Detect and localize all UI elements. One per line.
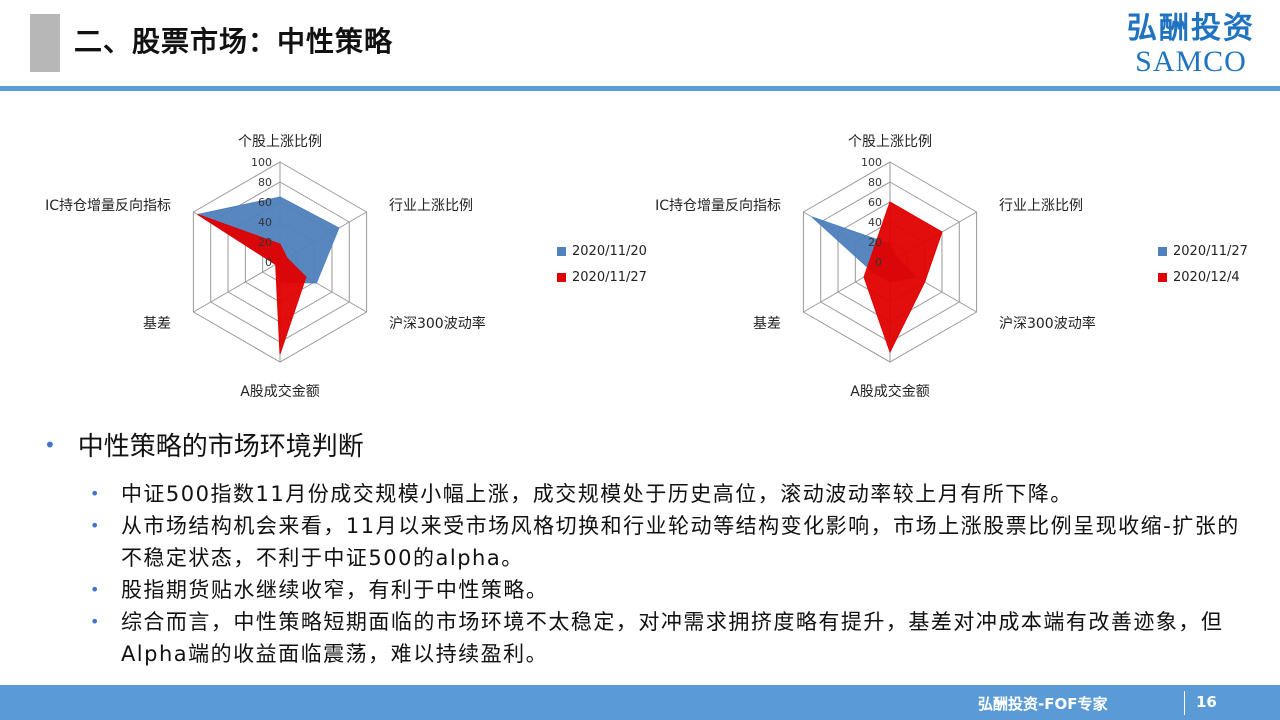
legend-swatch	[1158, 272, 1167, 282]
radar-axis-label: 沪深300波动率	[389, 315, 486, 332]
sub-bullet-text: 股指期货贴水继续收窄，有利于中性策略。	[120, 578, 549, 602]
footer-bar: 弘酬投资-FOF专家 16	[0, 685, 1280, 720]
legend-item: 2020/12/4	[1158, 264, 1248, 290]
page-number: 16	[1196, 693, 1217, 711]
legend-right: 2020/11/27 2020/12/4	[1158, 238, 1248, 290]
radar-axis-label: IC持仓增量反向指标	[655, 198, 781, 214]
legend-item: 2020/11/27	[1158, 238, 1248, 264]
radar-axis-label: 基差	[753, 315, 781, 332]
legend-left: 2020/11/20 2020/11/27	[557, 238, 647, 290]
radar-axis-label: 基差	[143, 315, 171, 332]
radar-tick-label: 60	[258, 196, 272, 209]
radar-tick-label: 0	[265, 256, 272, 269]
bullet-dot: •	[90, 612, 101, 631]
sub-bullet: • 从市场结构机会来看，11月以来受市场风格切换和行业轮动等结构变化影响，市场上…	[90, 510, 1240, 574]
legend-item: 2020/11/27	[557, 264, 647, 290]
title-accent-bar	[30, 14, 60, 72]
legend-label: 2020/12/4	[1173, 269, 1240, 285]
legend-swatch	[557, 246, 566, 256]
legend-label: 2020/11/27	[572, 269, 647, 285]
radar-series-area	[863, 201, 943, 354]
bullet-dot: •	[90, 484, 101, 503]
sub-bullet-text: 从市场结构机会来看，11月以来受市场风格切换和行业轮动等结构变化影响，市场上涨股…	[120, 514, 1240, 570]
legend-label: 2020/11/27	[1173, 243, 1248, 259]
sub-bullet-list: • 中证500指数11月份成交规模小幅上涨，成交规模处于历史高位，滚动波动率较上…	[90, 478, 1240, 670]
bullet-dot: •	[90, 580, 101, 599]
sub-bullet-text: 综合而言，中性策略短期面临的市场环境不太稳定，对冲需求拥挤度略有提升，基差对冲成…	[120, 610, 1224, 666]
bullet-dot: •	[44, 432, 56, 457]
radar-tick-label: 40	[258, 216, 272, 229]
sub-bullet-text: 中证500指数11月份成交规模小幅上涨，成交规模处于历史高位，滚动波动率较上月有…	[120, 482, 1073, 506]
radar-tick-label: 100	[861, 156, 882, 169]
radar-tick-label: 40	[868, 216, 882, 229]
footer-label: 弘酬投资-FOF专家	[978, 695, 1108, 713]
radar-tick-label: 100	[251, 156, 272, 169]
radar-tick-label: 20	[868, 236, 882, 249]
radar-tick-label: 80	[258, 176, 272, 189]
radar-series-area	[197, 214, 307, 355]
radar-axis-label: 沪深300波动率	[999, 315, 1096, 332]
main-bullet: • 中性策略的市场环境判断	[44, 426, 364, 463]
radar-tick-label: 60	[868, 196, 882, 209]
radar-tick-label: 80	[868, 176, 882, 189]
radar-axis-label: 行业上涨比例	[999, 198, 1083, 214]
main-bullet-text: 中性策略的市场环境判断	[77, 432, 364, 462]
radar-axis-label: 行业上涨比例	[389, 198, 473, 214]
radar-tick-label: 20	[258, 236, 272, 249]
slide-title: 二、股票市场：中性策略	[74, 25, 394, 58]
bullet-dot: •	[90, 516, 101, 535]
sub-bullet: • 中证500指数11月份成交规模小幅上涨，成交规模处于历史高位，滚动波动率较上…	[90, 478, 1240, 510]
legend-swatch	[1158, 246, 1167, 256]
logo-chinese: 弘酬投资	[1127, 11, 1255, 46]
sub-bullet: • 股指期货贴水继续收窄，有利于中性策略。	[90, 574, 1240, 606]
radar-axis-label: 个股上涨比例	[238, 134, 322, 150]
radar-axis-label: IC持仓增量反向指标	[45, 198, 171, 214]
header-divider	[0, 86, 1280, 91]
radar-axis-label: A股成交金额	[850, 383, 930, 400]
radar-tick-label: 0	[875, 256, 882, 269]
radar-axis-label: A股成交金额	[240, 383, 320, 400]
radar-axis-label: 个股上涨比例	[848, 134, 932, 150]
footer-divider	[1184, 691, 1185, 715]
legend-swatch	[557, 272, 566, 282]
logo-english: SAMCO	[1135, 45, 1247, 78]
sub-bullet: • 综合而言，中性策略短期面临的市场环境不太稳定，对冲需求拥挤度略有提升，基差对…	[90, 606, 1240, 670]
radar-spoke	[193, 261, 281, 313]
legend-label: 2020/11/20	[572, 243, 647, 259]
legend-item: 2020/11/20	[557, 238, 647, 264]
company-logo: 弘酬投资 SAMCO	[1118, 12, 1264, 78]
